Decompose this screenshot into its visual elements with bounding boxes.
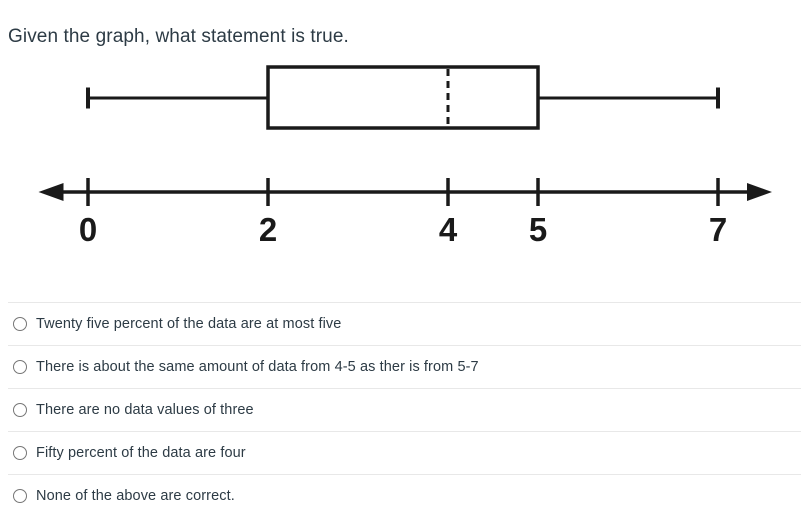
answer-options-list: Twenty five percent of the data are at m… <box>0 302 801 517</box>
svg-text:4: 4 <box>439 211 458 248</box>
answer-option-3[interactable]: There are no data values of three <box>8 388 801 431</box>
boxplot-and-number-line-figure: 0 2 4 5 7 <box>38 65 772 248</box>
answer-option-5[interactable]: None of the above are correct. <box>8 474 801 517</box>
answer-option-label: There is about the same amount of data f… <box>36 359 479 375</box>
svg-text:2: 2 <box>259 211 277 248</box>
answer-option-2[interactable]: There is about the same amount of data f… <box>8 345 801 388</box>
svg-text:0: 0 <box>79 211 97 248</box>
answer-option-label: None of the above are correct. <box>36 488 235 504</box>
radio-button-icon[interactable] <box>13 360 27 374</box>
answer-option-4[interactable]: Fifty percent of the data are four <box>8 431 801 474</box>
question-title: Given the graph, what statement is true. <box>8 26 349 47</box>
svg-text:5: 5 <box>529 211 547 248</box>
answer-option-1[interactable]: Twenty five percent of the data are at m… <box>8 302 801 345</box>
radio-button-icon[interactable] <box>13 317 27 331</box>
radio-button-icon[interactable] <box>13 403 27 417</box>
svg-text:7: 7 <box>709 211 727 248</box>
answer-option-label: Fifty percent of the data are four <box>36 445 246 461</box>
answer-option-label: Twenty five percent of the data are at m… <box>36 316 342 332</box>
radio-button-icon[interactable] <box>13 489 27 503</box>
answer-option-label: There are no data values of three <box>36 402 254 418</box>
radio-button-icon[interactable] <box>13 446 27 460</box>
